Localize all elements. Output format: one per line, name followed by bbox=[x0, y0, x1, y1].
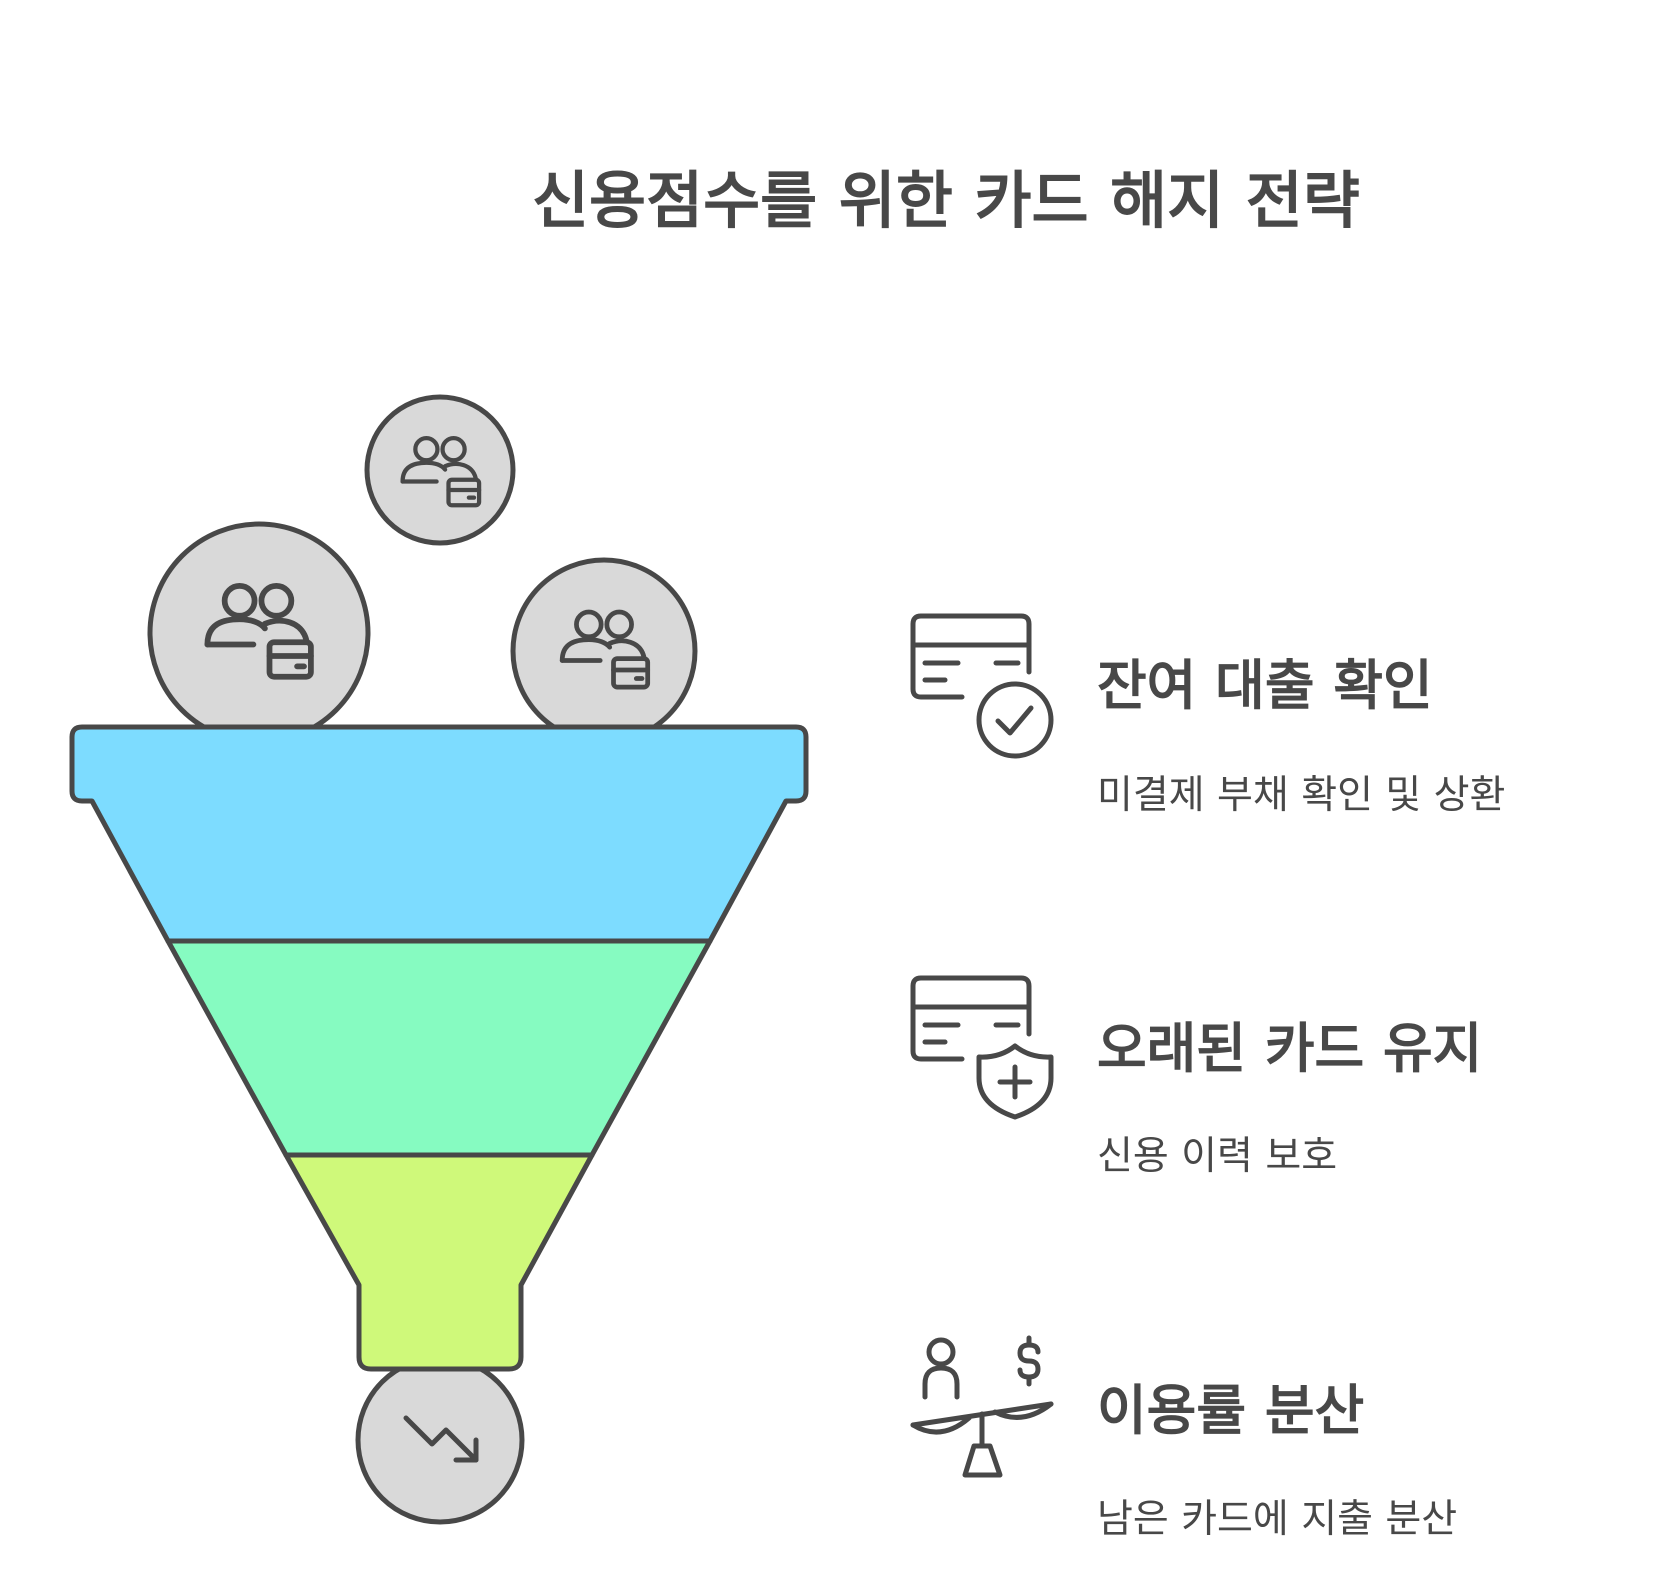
trend-down-arrow-icon bbox=[403, 1415, 479, 1463]
step-1-desc: 미결제 부채 확인 및 상환 bbox=[1097, 773, 1505, 818]
funnel-stage-3 bbox=[283, 1152, 595, 1372]
step-2-desc: 신용 이력 보호 bbox=[1097, 1134, 1337, 1179]
input-circle-right bbox=[510, 557, 698, 745]
card-check-icon bbox=[910, 613, 1054, 759]
step-2-title: 오래된 카드 유지 bbox=[1097, 1017, 1482, 1080]
balance-scale-dollar-icon bbox=[910, 1335, 1054, 1478]
card-shield-icon bbox=[910, 975, 1054, 1120]
output-circle bbox=[355, 1355, 525, 1525]
page-title: 신용점수를 위한 카드 해지 전략 bbox=[532, 164, 1360, 237]
step-3-title: 이용률 분산 bbox=[1097, 1379, 1364, 1442]
step-3-desc: 남은 카드에 지출 분산 bbox=[1097, 1497, 1457, 1542]
step-1-title: 잔여 대출 확인 bbox=[1097, 654, 1433, 717]
input-circle-top bbox=[364, 394, 516, 546]
funnel-stage-1 bbox=[69, 724, 809, 944]
funnel-stage-2 bbox=[165, 938, 713, 1158]
input-circle-left bbox=[147, 521, 371, 745]
